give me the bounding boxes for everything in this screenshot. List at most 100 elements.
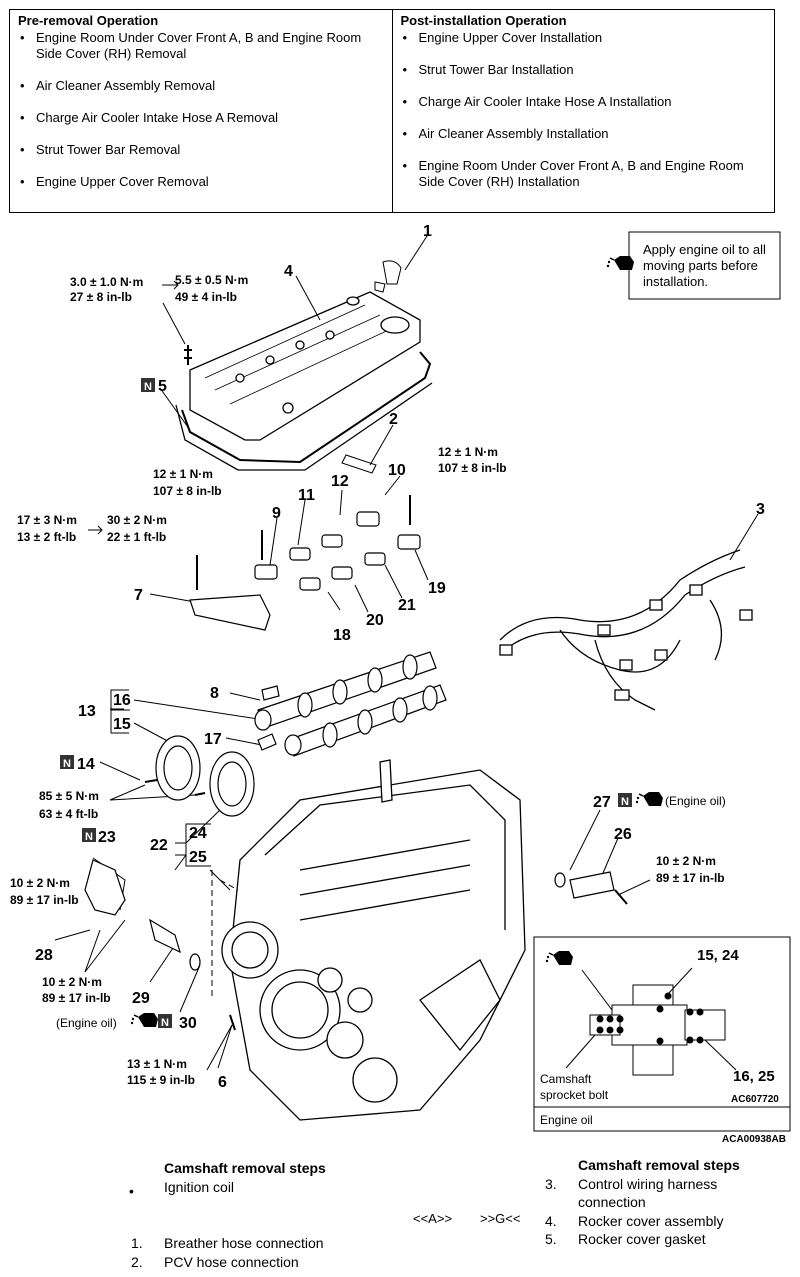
part-number: 8 xyxy=(210,685,219,702)
torque-label: 49 ± 4 in-lb xyxy=(175,290,237,304)
torque-label: 12 ± 1 N·m xyxy=(153,467,213,481)
pcv-hose-drawing xyxy=(341,454,377,474)
bearing-caps-drawing xyxy=(189,511,421,631)
step-item: Ignition coil xyxy=(164,1179,235,1195)
part-number: 23 xyxy=(98,829,116,846)
part-number: 11 xyxy=(298,487,315,504)
breather-hose-drawing xyxy=(382,260,402,285)
step-item: Rocker cover gasket xyxy=(578,1231,706,1247)
part-number: 26 xyxy=(614,826,632,843)
step-number: 3. xyxy=(545,1176,557,1192)
pre-removal-item: Engine Room Under Cover Front A, B and E… xyxy=(18,30,384,62)
oil-can-icon xyxy=(635,791,664,807)
step-number: 1. xyxy=(131,1235,143,1251)
n-mark: N xyxy=(144,381,152,393)
pre-removal-item: Air Cleaner Assembly Removal xyxy=(18,78,384,94)
procedure-ref-g: >>G<< xyxy=(480,1211,521,1226)
post-installation-item: Strut Tower Bar Installation xyxy=(401,62,767,78)
steps-title-left: Camshaft removal steps xyxy=(164,1160,326,1176)
step-item: Rocker cover assembly xyxy=(578,1213,724,1229)
torque-label: 107 ± 8 in-lb xyxy=(153,484,222,498)
oil-note-line: Apply engine oil to all xyxy=(643,242,766,257)
n-mark: N xyxy=(621,796,629,808)
wiring-harness-drawing xyxy=(499,549,753,711)
torque-label: 13 ± 1 N·m xyxy=(127,1057,187,1071)
torque-label: 63 ± 4 ft-lb xyxy=(39,807,98,821)
torque-label: 89 ± 17 in-lb xyxy=(656,871,725,885)
part-number: 16 xyxy=(113,692,131,709)
part-number: 10 xyxy=(388,462,406,479)
torque-label: 12 ± 1 N·m xyxy=(438,445,498,459)
post-installation-item: Charge Air Cooler Intake Hose A Installa… xyxy=(401,94,767,110)
step-number: 4. xyxy=(545,1213,557,1229)
oil-can-icon xyxy=(130,1012,159,1028)
inset-label-top: 15, 24 xyxy=(697,947,739,964)
oil-note-line: installation. xyxy=(643,274,708,289)
post-installation-item: Engine Room Under Cover Front A, B and E… xyxy=(401,158,767,190)
part-number: 27 xyxy=(593,794,611,811)
part-number: 13 xyxy=(78,703,96,720)
part-number: 7 xyxy=(134,587,143,604)
pre-removal-item: Engine Upper Cover Removal xyxy=(18,174,384,190)
bullet: • xyxy=(129,1183,134,1199)
part-number: 5 xyxy=(158,378,167,395)
camshafts-drawing xyxy=(254,651,447,757)
torque-label: 3.0 ± 1.0 N·m xyxy=(70,275,143,289)
engine-oil-label: (Engine oil) xyxy=(665,794,726,808)
inset-label-bottom: 16, 25 xyxy=(733,1068,775,1085)
oil-note-line: moving parts before xyxy=(643,258,758,273)
torque-label: 30 ± 2 N·m xyxy=(107,513,167,527)
part-number: 18 xyxy=(333,627,351,644)
inset-bolt-label: Camshaft xyxy=(540,1072,592,1086)
part-number: 6 xyxy=(218,1074,227,1091)
torque-label: 89 ± 17 in-lb xyxy=(42,991,111,1005)
part-number: 14 xyxy=(77,756,95,773)
engine-oil-label: (Engine oil) xyxy=(56,1016,117,1030)
part-number: 21 xyxy=(398,597,416,614)
step-item: connection xyxy=(578,1194,646,1210)
part-number: 4 xyxy=(284,263,293,280)
step-item: Breather hose connection xyxy=(164,1235,324,1251)
step-item: PCV hose connection xyxy=(164,1254,299,1270)
torque-label: 5.5 ± 0.5 N·m xyxy=(175,273,248,287)
step-item: Control wiring harness xyxy=(578,1176,718,1192)
rocker-cover-drawing xyxy=(175,291,433,471)
post-installation-column: Post-installation Operation Engine Upper… xyxy=(393,10,775,212)
operations-table: Pre-removal Operation Engine Room Under … xyxy=(9,9,775,213)
torque-label: 10 ± 2 N·m xyxy=(656,854,716,868)
part-number: 20 xyxy=(366,612,384,629)
procedure-ref-a: <<A>> xyxy=(413,1211,453,1226)
torque-label: 89 ± 17 in-lb xyxy=(10,893,79,907)
camshaft-exploded-diagram: Apply engine oil to all moving parts bef… xyxy=(10,223,791,1145)
inset-footer: Engine oil xyxy=(540,1113,593,1127)
n-mark: N xyxy=(63,758,71,770)
part-number: 24 xyxy=(189,825,207,842)
part-number: 22 xyxy=(150,837,168,854)
torque-label: 10 ± 2 N·m xyxy=(42,975,102,989)
pre-removal-column: Pre-removal Operation Engine Room Under … xyxy=(10,10,393,212)
steps-title-right: Camshaft removal steps xyxy=(578,1157,740,1173)
part-number: 19 xyxy=(428,580,446,597)
step-number: 2. xyxy=(131,1254,143,1270)
n-mark: N xyxy=(161,1017,169,1029)
torque-label: 27 ± 8 in-lb xyxy=(70,290,132,304)
post-installation-title: Post-installation Operation xyxy=(400,13,567,28)
torque-label: 10 ± 2 N·m xyxy=(10,876,70,890)
inset-bolt-label: sprocket bolt xyxy=(540,1088,609,1102)
part-number: 17 xyxy=(204,731,222,748)
part-number: 25 xyxy=(189,849,207,866)
oil-can-icon xyxy=(606,255,635,271)
part-number: 9 xyxy=(272,505,281,522)
camshaft-sprockets-drawing xyxy=(144,733,277,817)
torque-label: 115 ± 9 in-lb xyxy=(127,1073,195,1087)
torque-label: 13 ± 2 ft-lb xyxy=(17,530,76,544)
n-mark: N xyxy=(85,831,93,843)
part-number: 1 xyxy=(423,223,432,240)
part-number: 30 xyxy=(179,1015,197,1032)
inset-sprocket-section xyxy=(589,984,726,1076)
torque-label: 85 ± 5 N·m xyxy=(39,789,99,803)
part-number: 15 xyxy=(113,716,131,733)
part-number: 12 xyxy=(331,473,349,490)
figure-code: ACA00938AB xyxy=(722,1134,786,1145)
post-installation-item: Engine Upper Cover Installation xyxy=(401,30,767,46)
